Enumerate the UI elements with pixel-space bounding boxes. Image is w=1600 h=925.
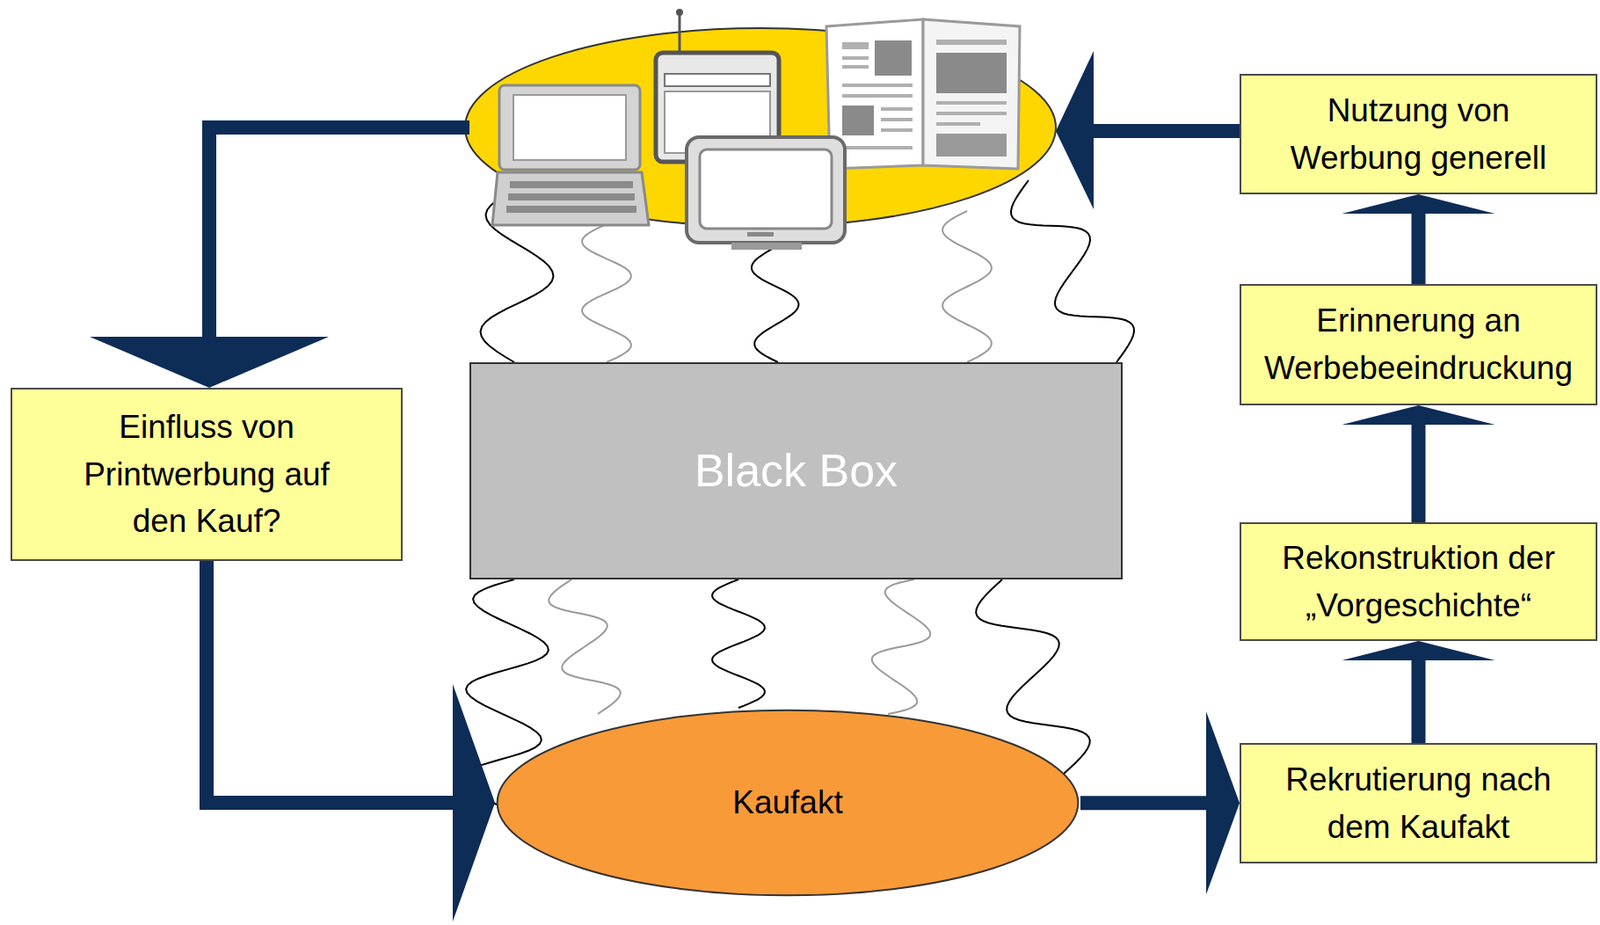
tv-icon bbox=[686, 137, 845, 250]
wavy-line bbox=[712, 579, 765, 708]
black-box: Black Box bbox=[469, 362, 1123, 580]
node-label: Nutzung von Werbung generell bbox=[1259, 87, 1579, 182]
arrow-head bbox=[452, 683, 495, 922]
arrow-head bbox=[1206, 711, 1240, 895]
wavy-line bbox=[751, 247, 800, 363]
flow-arrow bbox=[1080, 711, 1240, 895]
node-label: Kaufakt bbox=[732, 778, 843, 827]
arrow-head bbox=[1342, 640, 1496, 661]
arrow-shaft bbox=[1080, 795, 1210, 810]
flow-arrow bbox=[1342, 194, 1496, 284]
node-label: Black Box bbox=[694, 443, 898, 498]
wavy-lines bbox=[458, 70, 1135, 805]
process-box: Erinnerung an Werbebeeindruckung bbox=[1239, 283, 1598, 406]
arrow-shaft bbox=[1411, 210, 1426, 284]
node-label: Rekrutierung nach dem Kaufakt bbox=[1259, 756, 1579, 851]
arrow-head bbox=[1342, 194, 1496, 214]
wavy-line bbox=[1010, 180, 1135, 363]
process-box: Rekrutierung nach dem Kaufakt bbox=[1239, 742, 1598, 864]
flow-arrow bbox=[206, 560, 495, 922]
newspaper-icon bbox=[826, 19, 1020, 169]
flow-arrow bbox=[89, 50, 1240, 388]
question-box: Einfluss von Printwerbung auf den Kauf? bbox=[10, 387, 403, 561]
flow-arrow bbox=[1342, 640, 1496, 743]
flow-arrow bbox=[1342, 405, 1496, 523]
arrow-head bbox=[1342, 405, 1496, 425]
purchase-ellipse: Kaufakt bbox=[494, 708, 1081, 897]
wavy-line bbox=[548, 579, 621, 714]
node-label: Rekonstruktion der „Vorgeschichte“ bbox=[1259, 534, 1579, 629]
arrow-shaft bbox=[206, 560, 457, 803]
node-label: Erinnerung an Werbebeeindruckung bbox=[1259, 297, 1579, 392]
process-box: Rekonstruktion der „Vorgeschichte“ bbox=[1239, 522, 1598, 641]
wavy-line bbox=[872, 579, 931, 714]
laptop-icon bbox=[492, 85, 649, 226]
process-box: Nutzung von Werbung generell bbox=[1239, 73, 1598, 195]
wavy-line bbox=[942, 210, 992, 363]
arrow-shaft bbox=[1411, 421, 1426, 523]
node-label: Einfluss von Printwerbung auf den Kauf? bbox=[61, 403, 352, 546]
arrow-shaft bbox=[1411, 656, 1426, 743]
wavy-line bbox=[581, 224, 632, 363]
